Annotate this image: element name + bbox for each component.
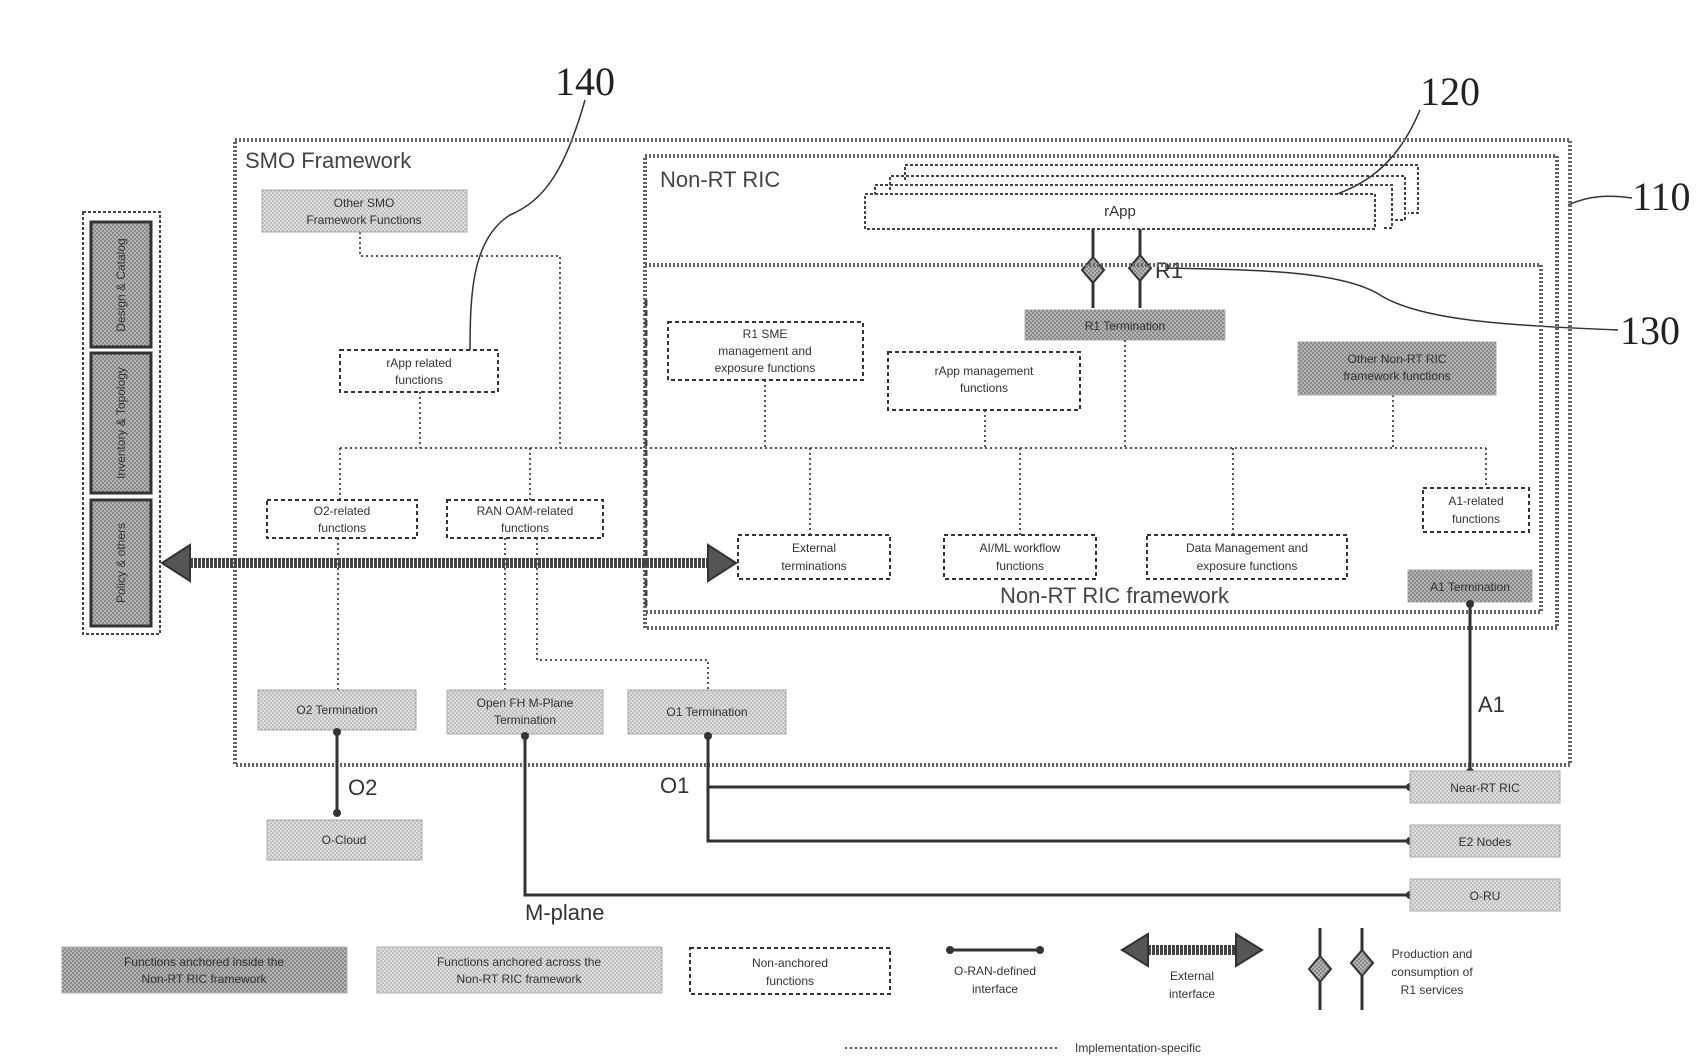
mplane-interface-label: M-plane [525,900,604,925]
o1-line-near-rt [708,734,1410,787]
a1-related-functions-label-1: A1-related [1448,494,1503,508]
legend-oran-interface-label-2: interface [972,982,1018,996]
other-smo-functions-label-2: Framework Functions [306,213,421,227]
r1-sme-functions-label-2: management and [718,344,811,358]
o2-endpoint-top [333,728,341,736]
rapp-related-functions-label-1: rApp related [386,356,451,370]
legend-oran-interface-dot-right [1036,946,1044,954]
legend-oran-interface-dot-left [946,946,954,954]
r1-diamond-a [1082,257,1104,283]
a1-endpoint-top [1466,600,1474,608]
a1-interface-label: A1 [1478,692,1505,717]
ref-130-leader [1165,268,1618,330]
other-ric-framework-functions-label-1: Other Non-RT RIC [1348,352,1447,366]
smo-framework-title: SMO Framework [245,148,412,173]
o1-interface-label: O1 [660,773,689,798]
non-rt-ric-title: Non-RT RIC [660,167,780,192]
ran-oam-related-functions-label-1: RAN OAM-related [477,504,574,518]
o1-line-e2-nodes [708,787,1410,841]
legend-r1-diamond-b [1351,950,1373,976]
external-terminations-label-2: terminations [781,559,846,573]
legend-anchored-label-2: Non-RT RIC framework [142,972,268,986]
o2-related-functions-label-2: functions [318,521,366,535]
legend-across-label-1: Functions anchored across the [437,955,601,969]
a1-related-functions-label-2: functions [1452,512,1500,526]
legend-r1-services-label-2: consumption of [1391,965,1473,979]
legend-r1-services-label-3: R1 services [1401,983,1464,997]
data-management-functions-label-1: Data Management and [1186,541,1308,555]
o-cloud-label: O-Cloud [322,833,367,847]
r1-sme-functions-label-3: exposure functions [715,361,816,375]
near-rt-ric-label: Near-RT RIC [1450,781,1520,795]
aiml-workflow-functions-label-2: functions [996,559,1044,573]
o2-termination-label: O2 Termination [296,703,377,717]
legend-r1-diamond-a [1309,956,1331,982]
legend-non-anchored-label-1: Non-anchored [752,956,828,970]
open-fh-mplane-termination-label-1: Open FH M-Plane [477,696,574,710]
o1-endpoint-top [704,732,712,740]
o2-interface-label: O2 [348,775,377,800]
o2-related-functions-label-1: O2-related [314,504,371,518]
o-ru-label: O-RU [1470,889,1501,903]
legend-external-interface-label-2: interface [1169,987,1215,1001]
rapp-label: rApp [1104,203,1136,220]
a1-termination-label: A1 Termination [1430,580,1510,594]
legend-external-arrow-right [1236,934,1262,966]
legend-anchored-label-1: Functions anchored inside the [124,955,284,969]
ref-110-leader [1568,196,1632,205]
aiml-workflow-functions-label-1: AI/ML workflow [980,541,1061,555]
legend-non-anchored-label-2: functions [766,974,814,988]
ran-oam-related-functions-label-2: functions [501,521,549,535]
mplane-line [525,734,1410,895]
open-fh-mplane-termination-label-2: Termination [494,713,556,727]
legend-external-arrow-left [1122,934,1148,966]
data-management-functions-label-2: exposure functions [1197,559,1298,573]
rapp-related-functions-label-2: functions [395,373,443,387]
r1-termination-label: R1 Termination [1085,319,1165,333]
smo-framework-frame [235,140,1570,765]
legend-across-swatch [377,947,662,993]
rapp-management-functions-label-2: functions [960,381,1008,395]
other-smo-functions-label-1: Other SMO [334,196,395,210]
legend-r1-services-label-1: Production and [1392,947,1473,961]
rapp-management-functions-label-1: rApp management [935,364,1034,378]
framework-title: Non-RT RIC framework [1000,583,1230,608]
r1-interface-label: R1 [1155,258,1183,283]
legend-external-interface-label-1: External [1170,969,1214,983]
r1-sme-functions-label-1: R1 SME [743,327,788,341]
ref-140: 140 [555,59,615,104]
o1-termination-label: O1 Termination [666,705,747,719]
external-interface-arrow-left [162,545,190,581]
external-terminations-label-1: External [792,541,836,555]
external-policy-others-label: Policy & others [114,523,128,603]
ref-120: 120 [1420,69,1480,114]
legend-impl-specific-label: Implementation-specific [1075,1041,1201,1055]
legend-oran-interface-label-1: O-RAN-defined [954,964,1036,978]
ref-120-leader [1335,110,1420,195]
impl-connectors [338,232,1486,690]
ref-130: 130 [1620,308,1680,353]
other-ric-framework-functions-label-2: framework functions [1343,369,1450,383]
external-interface-arrow-right [708,545,736,581]
o2-endpoint-bottom [333,809,341,817]
ref-110: 110 [1632,174,1691,219]
external-design-catalog-label: Design & Catalog [114,238,128,331]
external-inventory-topology-label: Inventory & Topology [114,367,128,479]
e2-nodes-label: E2 Nodes [1459,835,1512,849]
legend-anchored-swatch [62,947,347,993]
r1-diamond-b [1129,255,1151,281]
legend-across-label-2: Non-RT RIC framework [457,972,583,986]
mplane-endpoint-top [521,732,529,740]
